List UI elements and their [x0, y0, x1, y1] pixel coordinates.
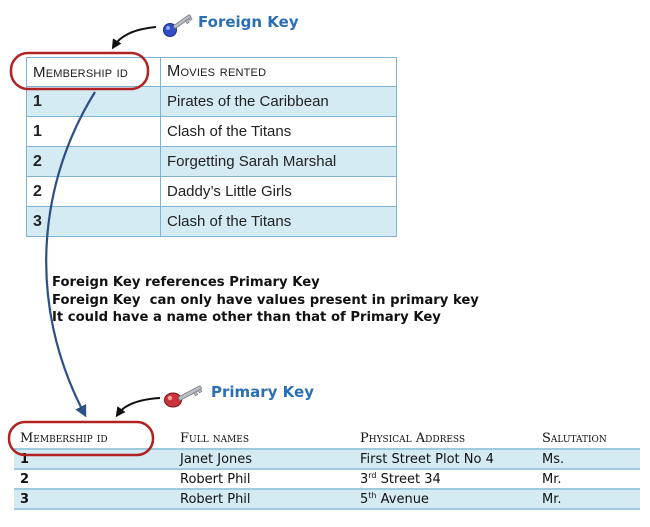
- table-header-row: Membership id Full names Physical Addres…: [14, 428, 640, 450]
- membership-id-cell: 3: [14, 489, 174, 510]
- membership-id-cell: 1: [14, 449, 174, 470]
- salutation-cell: Ms.: [536, 449, 640, 470]
- foreign-key-pointer-arrow: [111, 26, 157, 50]
- salutation-cell: Mr.: [536, 489, 640, 510]
- note-line: Foreign Key can only have values present…: [52, 292, 479, 308]
- salutation-cell: Mr.: [536, 469, 640, 490]
- address-number: 3: [360, 471, 369, 487]
- note-line: It could have a name other than that of …: [52, 310, 441, 325]
- movie-cell: Daddy’s Little Girls: [160, 176, 397, 207]
- movie-cell: Clash of the Titans: [160, 206, 397, 237]
- table-row: 2 Daddy’s Little Girls: [26, 176, 397, 207]
- movie-cell: Forgetting Sarah Marshal: [160, 146, 397, 177]
- membership-id-cell: 1: [26, 116, 161, 147]
- full-name-cell: Robert Phil: [174, 469, 354, 490]
- address-cell: First Street Plot No 4: [354, 449, 536, 470]
- movie-cell: Pirates of the Caribbean: [160, 86, 397, 117]
- address-cell: 3rd Street 34: [354, 469, 536, 490]
- membership-id-cell: 3: [26, 206, 161, 237]
- full-name-cell: Janet Jones: [174, 449, 354, 470]
- membership-id-cell: 2: [26, 176, 161, 207]
- foreign-key-icon: [163, 14, 193, 37]
- key-notes: Foreign Key references Primary Key Forei…: [52, 274, 479, 327]
- physical-address-header: Physical Address: [354, 428, 536, 450]
- table-row: 3 Robert Phil 5th Avenue Mr.: [14, 489, 640, 510]
- membership-id-cell: 2: [14, 469, 174, 490]
- movies-rented-header: Movies rented: [160, 57, 397, 87]
- address-ordinal: rd: [368, 470, 377, 480]
- full-names-header: Full names: [174, 428, 354, 450]
- membership-id-cell: 1: [26, 86, 161, 117]
- address-number: 5: [360, 491, 369, 507]
- movies-rented-table: Membership id Movies rented 1 Pirates of…: [26, 57, 397, 237]
- table-row: 3 Clash of the Titans: [26, 206, 397, 237]
- full-name-cell: Robert Phil: [174, 489, 354, 510]
- table-row: 1 Clash of the Titans: [26, 116, 397, 147]
- table-row: 1 Pirates of the Caribbean: [26, 86, 397, 117]
- address-ordinal: th: [368, 490, 377, 500]
- membership-id-header: Membership id: [14, 428, 174, 450]
- table-header-row: Membership id Movies rented: [26, 57, 397, 87]
- membership-id-cell: 2: [26, 146, 161, 177]
- foreign-key-label: Foreign Key: [198, 13, 299, 31]
- table-row: 1 Janet Jones First Street Plot No 4 Ms.: [14, 449, 640, 470]
- table-row: 2 Robert Phil 3rd Street 34 Mr.: [14, 469, 640, 490]
- address-street: Street 34: [376, 471, 441, 487]
- note-line: Foreign Key references Primary Key: [52, 275, 320, 290]
- membership-id-header: Membership id: [26, 57, 161, 87]
- address-cell: 5th Avenue: [354, 489, 536, 510]
- movie-cell: Clash of the Titans: [160, 116, 397, 147]
- primary-key-icon: [164, 385, 203, 408]
- primary-key-label: Primary Key: [211, 383, 314, 401]
- table-row: 2 Forgetting Sarah Marshal: [26, 146, 397, 177]
- primary-key-pointer-arrow: [115, 397, 161, 418]
- salutation-header: Salutation: [536, 428, 640, 450]
- members-table: Membership id Full names Physical Addres…: [14, 428, 640, 510]
- address-street: Avenue: [376, 491, 429, 507]
